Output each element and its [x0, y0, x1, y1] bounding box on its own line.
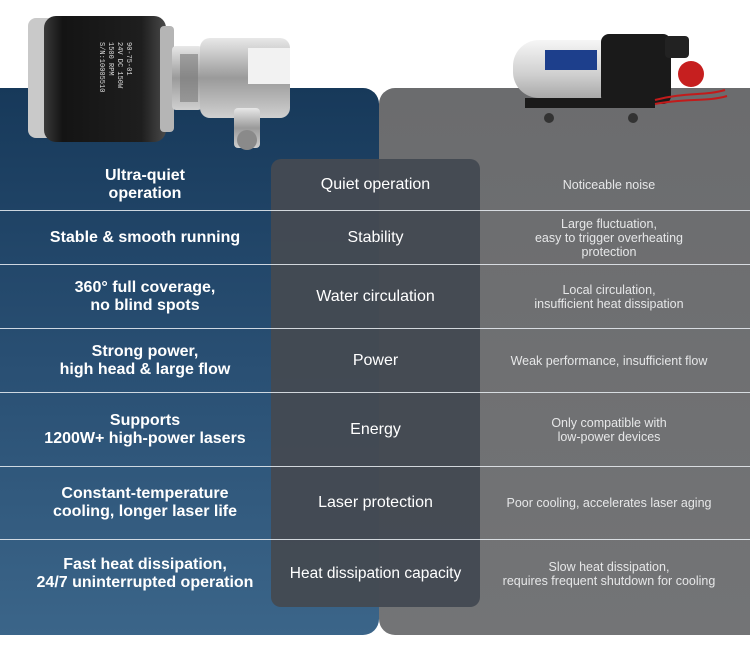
category-label: Stability [347, 228, 404, 246]
motor-nameplate: 90-75-01 24V DC 150W 1500 RPM S/N:100055… [96, 42, 132, 102]
row-divider [0, 539, 750, 540]
row-divider [0, 392, 750, 393]
category-column [271, 159, 480, 607]
disadvantage-text: Large fluctuation, easy to trigger overh… [534, 216, 683, 259]
category-label: Energy [350, 420, 401, 438]
category-label: Quiet operation [320, 175, 431, 193]
advantage-text: Fast heat dissipation, 24/7 uninterrupte… [36, 555, 254, 591]
advantage-text: Stable & smooth running [49, 228, 241, 246]
disadvantage-text: Noticeable noise [562, 177, 656, 192]
nameplate-line: 1500 RPM [106, 42, 114, 76]
disadvantage-text: Local circulation, insufficient heat dis… [534, 282, 684, 311]
advantage-text: Constant-temperature cooling, longer las… [52, 485, 238, 520]
category-label: Heat dissipation capacity [289, 564, 462, 582]
row-divider [0, 466, 750, 467]
diaphragm-pump-image [513, 34, 728, 123]
brushless-pump-image [28, 16, 290, 150]
advantage-text: 360° full coverage, no blind spots [74, 278, 216, 314]
category-label: Power [352, 351, 399, 369]
disadvantage-text: Weak performance, insufficient flow [510, 353, 708, 368]
nameplate-line: S/N:10005510 [97, 42, 105, 93]
nameplate-line: 24V DC 150W [115, 42, 123, 89]
category-label: Water circulation [316, 287, 435, 305]
disadvantage-text: Poor cooling, accelerates laser aging [506, 496, 712, 510]
disadvantage-text: Only compatible with low-power devices [551, 415, 667, 444]
advantage-text: Supports 1200W+ high-power lasers [44, 411, 246, 447]
row-divider [0, 264, 750, 265]
row-divider [0, 328, 750, 329]
category-label: Laser protection [318, 494, 433, 511]
nameplate-line: 90-75-01 [124, 42, 132, 76]
advantage-text: Ultra-quiet operation [105, 166, 185, 202]
advantage-text: Strong power, high head & large flow [59, 342, 231, 378]
row-divider [0, 210, 750, 211]
disadvantage-text: Slow heat dissipation, requires frequent… [502, 559, 716, 588]
